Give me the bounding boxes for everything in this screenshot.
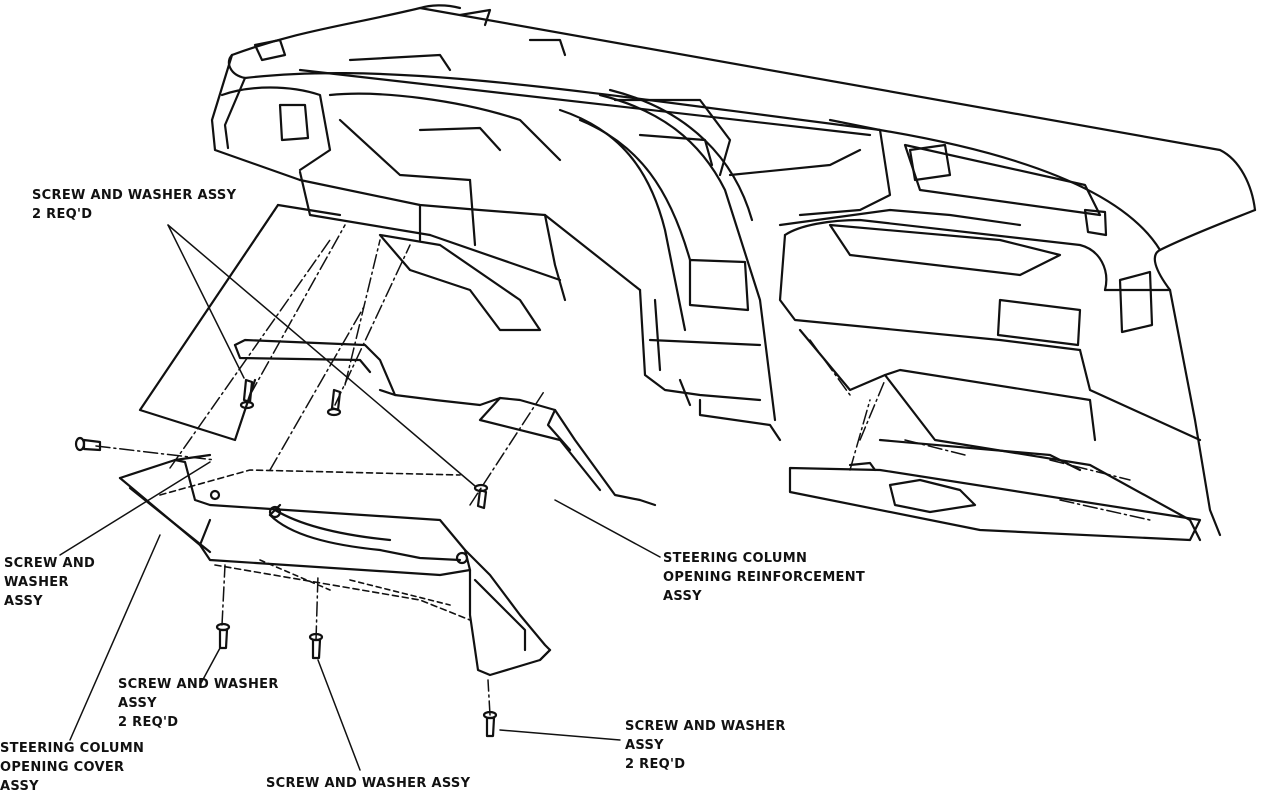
screw-top-center [326,388,342,417]
screw-bottom-right [482,710,498,738]
label-line: OPENING REINFORCEMENT [663,570,866,585]
screw-left-horizontal [74,436,102,452]
label-opening-cover: STEERING COLUMN OPENING COVER ASSY [0,739,144,796]
label-line: 2 REQ'D [625,757,686,772]
label-line: STEERING COLUMN [663,551,808,566]
label-screw-washer-mid: SCREW AND WASHER ASSY 2 REQ'D [118,675,279,732]
reinforcement-assy [233,338,657,507]
label-screw-washer-bottom: SCREW AND WASHER ASSY [266,774,470,793]
opening-cover-assy [118,453,552,677]
label-line: ASSY [625,738,664,753]
label-line: STEERING COLUMN [0,741,145,756]
label-line: SCREW AND [4,556,96,571]
screw-bottom-left [215,622,231,650]
label-line: SCREW AND WASHER [625,719,786,734]
label-line: SCREW AND WASHER ASSY [266,776,471,791]
instrument-panel [210,4,1257,542]
label-line: ASSY [118,696,157,711]
screw-top-left [239,378,255,410]
label-line: ASSY [0,779,39,794]
label-screw-washer-left: SCREW AND WASHER ASSY [4,554,95,611]
label-line: SCREW AND WASHER ASSY [32,188,237,203]
label-line: ASSY [663,589,702,604]
assembly-centerlines [95,209,1151,716]
label-reinforcement: STEERING COLUMN OPENING REINFORCEMENT AS… [663,549,865,606]
leader-lines [59,224,661,771]
label-screw-washer-right: SCREW AND WASHER ASSY 2 REQ'D [625,717,786,774]
screw-right-upper [473,483,489,510]
label-line: WASHER [4,575,69,590]
label-line: SCREW AND WASHER [118,677,279,692]
label-line: ASSY [4,594,43,609]
label-line: 2 REQ'D [32,207,93,222]
screw-bottom-center [308,632,324,660]
label-line: OPENING COVER [0,760,125,775]
label-screw-washer-top: SCREW AND WASHER ASSY 2 REQ'D [32,186,236,224]
label-line: 2 REQ'D [118,715,179,730]
